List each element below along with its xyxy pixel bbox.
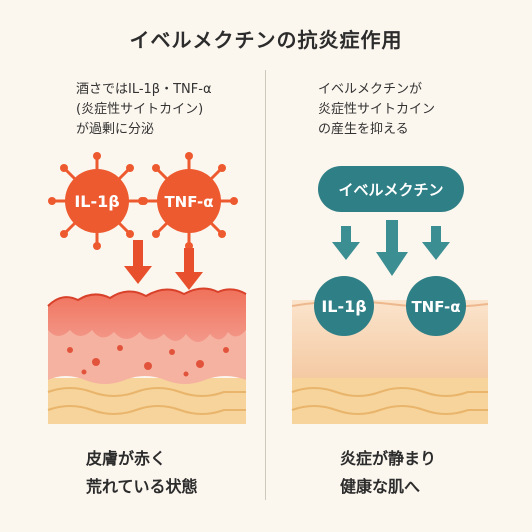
teal-arrow-center bbox=[376, 220, 408, 276]
il1b-label-right: IL-1β bbox=[321, 297, 366, 316]
right-note-line-3: の産生を抑える bbox=[318, 122, 409, 137]
teal-arrows bbox=[332, 220, 450, 276]
left-note-line-2: (炎症性サイトカイン) bbox=[76, 102, 204, 117]
il1b-cytokine-suppressed: IL-1β bbox=[314, 276, 374, 336]
left-note-line-3: が過剰に分泌 bbox=[76, 122, 155, 137]
tnfa-cytokine-virus: TNF-α bbox=[140, 152, 238, 250]
il1b-cytokine-virus: IL-1β bbox=[48, 152, 146, 250]
inflamed-skin bbox=[47, 287, 247, 424]
right-description: イベルメクチンが 炎症性サイトカイン の産生を抑える bbox=[318, 80, 435, 140]
ivermectin-pill: イベルメクチン bbox=[318, 166, 464, 212]
left-caption-line-1: 皮膚が赤く bbox=[86, 449, 167, 468]
tnfa-label-left: TNF-α bbox=[164, 193, 213, 211]
red-arrow-right bbox=[175, 248, 203, 290]
right-caption: 炎症が静まり 健康な肌へ bbox=[340, 445, 436, 501]
ivermectin-label: イベルメクチン bbox=[338, 181, 443, 199]
teal-arrow-right bbox=[422, 226, 450, 260]
page-title: イベルメクチンの抗炎症作用 bbox=[129, 28, 403, 52]
right-caption-line-1: 炎症が静まり bbox=[340, 449, 437, 468]
tnfa-label-right: TNF-α bbox=[411, 298, 460, 316]
right-caption-line-2: 健康な肌へ bbox=[340, 477, 421, 496]
tnfa-cytokine-suppressed: TNF-α bbox=[406, 276, 466, 336]
right-note-line-1: イベルメクチンが bbox=[318, 82, 423, 97]
left-caption: 皮膚が赤く 荒れている状態 bbox=[86, 445, 198, 501]
left-description: 酒さではIL-1β・TNF-α (炎症性サイトカイン) が過剰に分泌 bbox=[76, 80, 212, 140]
teal-arrow-left bbox=[332, 226, 360, 260]
left-note-line-1: 酒さではIL-1β・TNF-α bbox=[76, 82, 212, 97]
right-note-line-2: 炎症性サイトカイン bbox=[318, 102, 436, 117]
center-divider bbox=[265, 70, 266, 500]
left-caption-line-2: 荒れている状態 bbox=[86, 477, 198, 496]
il1b-label-left: IL-1β bbox=[74, 192, 119, 211]
red-arrow-left bbox=[124, 240, 152, 284]
